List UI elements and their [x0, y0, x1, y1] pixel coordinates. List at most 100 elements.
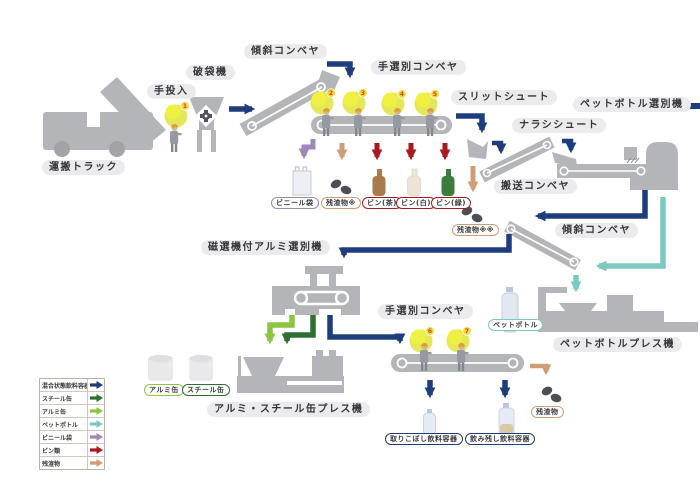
label-inclined-conveyor-1: 傾斜コンベヤ: [244, 44, 327, 59]
label-transfer-conveyor: 搬送コンベヤ: [494, 179, 577, 194]
pet-sorter-machine: [557, 142, 678, 190]
workers-layer: 1 2 3 4 5 6 7: [164, 88, 472, 371]
legend-arrow-darkgreen-icon: [87, 392, 104, 404]
legend-row-pet: ペットボトル: [40, 418, 104, 431]
flow-arrow-steel: [281, 315, 316, 345]
label-transport-truck: 運搬トラック: [42, 160, 125, 175]
legend-label: アルミ缶: [42, 408, 66, 416]
flow-arrows-glass: [371, 143, 451, 161]
worker-badge-2: 2: [326, 88, 336, 98]
label-aluminum-can: アルミ缶: [144, 384, 184, 397]
hand-conveyor-1-shape: [311, 116, 452, 134]
legend-arrow-navy-icon: [87, 379, 104, 391]
hard-hat-icon: [394, 108, 402, 112]
pet-press-machine: [538, 287, 698, 332]
legend-label: ペットボトル: [42, 421, 79, 429]
label-pet-bottle-press: ペットボトルプレス機: [553, 337, 682, 352]
label-narashi-chute: ナラシシュート: [512, 118, 607, 133]
worker-badge-3: 3: [358, 88, 368, 98]
worker-badge-6: 6: [425, 326, 435, 336]
worker-badge-5: 5: [430, 89, 440, 99]
label-missed-containers: 取りこぼし飲料容器: [385, 433, 463, 446]
svg-text:5: 5: [433, 91, 437, 98]
transfer-conveyor-shape: [479, 136, 555, 183]
magnetic-sorter-machine: [272, 266, 360, 315]
label-vinyl-bag: ビニール袋: [271, 197, 319, 210]
worker-badge-7: 7: [462, 326, 472, 336]
worker-5: 5: [414, 89, 440, 136]
truck-illustration: [43, 77, 166, 157]
legend-arrow-lightgreen-icon: [87, 405, 104, 417]
legend-row-steel: スチール缶: [40, 392, 104, 405]
legend-row-glass: ビン類: [40, 444, 104, 457]
worker-3: 3: [342, 88, 368, 136]
legend-arrow-purple-icon: [87, 431, 104, 443]
bag-breaker-machine: [189, 97, 224, 152]
svg-text:4: 4: [400, 91, 404, 98]
can-press-machine: [237, 350, 344, 393]
glass-bottles-illustration: [372, 168, 455, 197]
legend-arrow-red-icon: [87, 444, 104, 456]
vinyl-bag-illustration: [292, 166, 312, 196]
hard-hat-icon: [355, 108, 362, 112]
worker-badge-4: 4: [397, 89, 407, 99]
legend-row-mixed: 混合状態飲料容器: [40, 379, 104, 392]
residue-illustration-1: [330, 179, 352, 195]
worker-4: 4: [381, 89, 407, 136]
label-slit-chute: スリットシュート: [451, 90, 557, 105]
hard-hat-icon: [427, 108, 435, 112]
svg-text:3: 3: [361, 90, 365, 97]
leftover-bottle-illustration: [498, 403, 515, 436]
label-leftover-containers: 飲み残し飲料容器: [465, 433, 535, 446]
label-residue-2: 残渣物※※: [452, 224, 500, 237]
inclined-conveyor-1-shape: [239, 70, 340, 137]
inclined-conveyor-2-shape: [504, 220, 581, 271]
legend-label: ビニール袋: [42, 434, 73, 442]
flow-arrows-residue: [336, 143, 552, 376]
svg-text:1: 1: [183, 103, 187, 110]
residue-illustration-3: [541, 386, 562, 403]
label-hand-sorting-conveyor-1: 手選別コンベヤ: [371, 60, 466, 75]
label-bag-breaker: 破袋機: [186, 65, 235, 80]
label-residue-1: 残渣物※: [321, 197, 361, 210]
worker-2: 2: [310, 88, 336, 136]
label-can-press: アルミ・スチール缶プレス機: [207, 402, 371, 417]
flow-legend: 混合状態飲料容器 スチール缶 アルミ缶 ペットボトル ビニール袋 ビン類 残渣物: [39, 378, 105, 470]
worker-6: 6: [409, 326, 435, 371]
label-pet-bottle: ペットボトル: [488, 319, 543, 332]
worker-7: 7: [446, 326, 472, 371]
legend-row-residue: 残渣物: [40, 457, 104, 469]
label-bottle-green: ビン(緑): [431, 197, 471, 210]
worker-1: 1: [164, 101, 190, 152]
offscreen-flow-line: [688, 103, 700, 109]
hard-hat-icon: [421, 343, 429, 347]
flow-arrow-aluminum: [264, 315, 295, 345]
legend-label: 残渣物: [42, 460, 61, 468]
gear-icon: [200, 110, 212, 122]
worker-badge-1: 1: [180, 101, 190, 111]
legend-label: ビン類: [42, 447, 61, 455]
missed-bottle-illustration: [423, 409, 436, 436]
legend-arrow-teal-icon: [87, 418, 104, 430]
flow-arrow-vinyl: [298, 139, 316, 160]
label-magnetic-aluminum-sorter: 磁選機付アルミ選別機: [201, 240, 330, 255]
svg-text:6: 6: [428, 328, 432, 335]
narashi-chute-shape: [552, 152, 577, 167]
label-pet-bottle-sorter: ペットボトル選別機: [573, 97, 691, 112]
hard-hat-icon: [323, 108, 330, 112]
label-hand-sorting-conveyor-2: 手選別コンベヤ: [378, 304, 473, 319]
pressed-cans-illustration: [148, 354, 213, 381]
legend-label: 混合状態飲料容器: [42, 382, 87, 390]
legend-row-vinyl: ビニール袋: [40, 431, 104, 444]
svg-text:2: 2: [329, 90, 333, 97]
label-residue-3: 残渣物: [531, 406, 564, 419]
label-bottle-white: ビン(白): [396, 197, 436, 210]
hard-hat-icon: [171, 124, 178, 128]
legend-arrow-tan-icon: [87, 457, 104, 469]
label-manual-feed: 手投入: [147, 84, 196, 99]
legend-label: スチール缶: [42, 395, 73, 403]
label-steel-can: スチール缶: [182, 384, 230, 397]
flow-arrows-pet: [570, 197, 666, 293]
